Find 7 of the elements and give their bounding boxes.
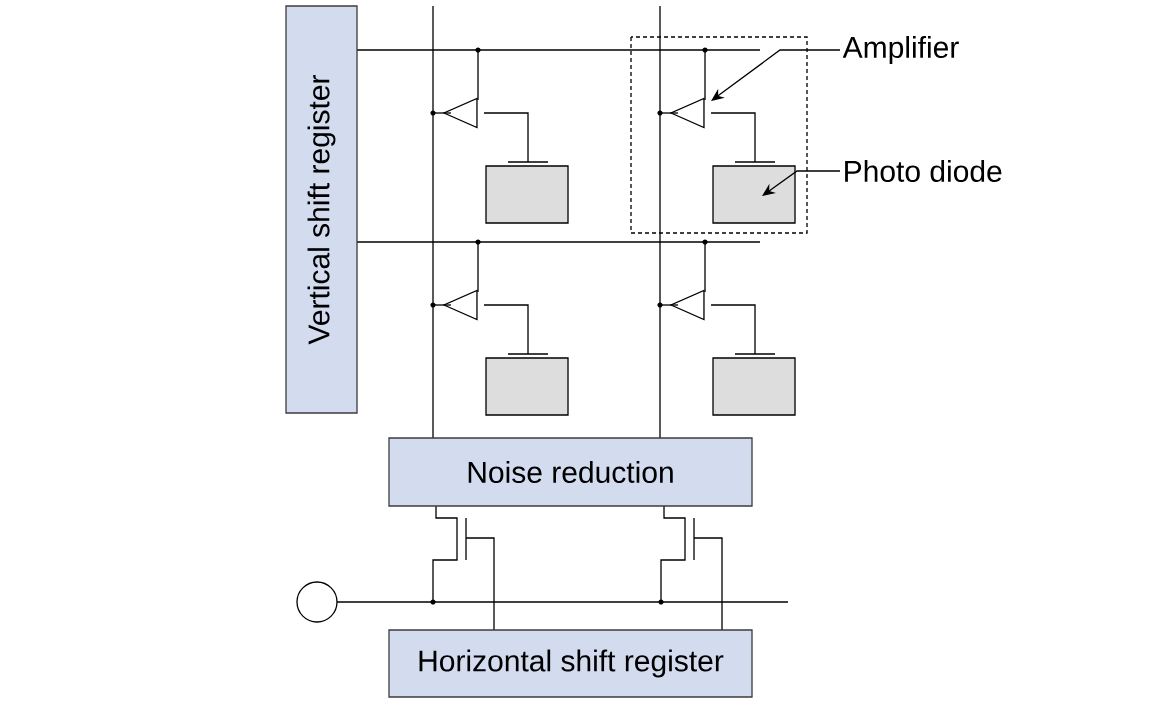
register-box: Vertical shift register [285,5,358,414]
register-box: Noise reduction [388,437,753,507]
callout-label: Amplifier [842,36,959,64]
register-box: Horizontal shift register [388,629,753,698]
leader-line [711,49,841,101]
leader-line [762,170,841,196]
callout-label: Photo diode [845,160,1002,183]
